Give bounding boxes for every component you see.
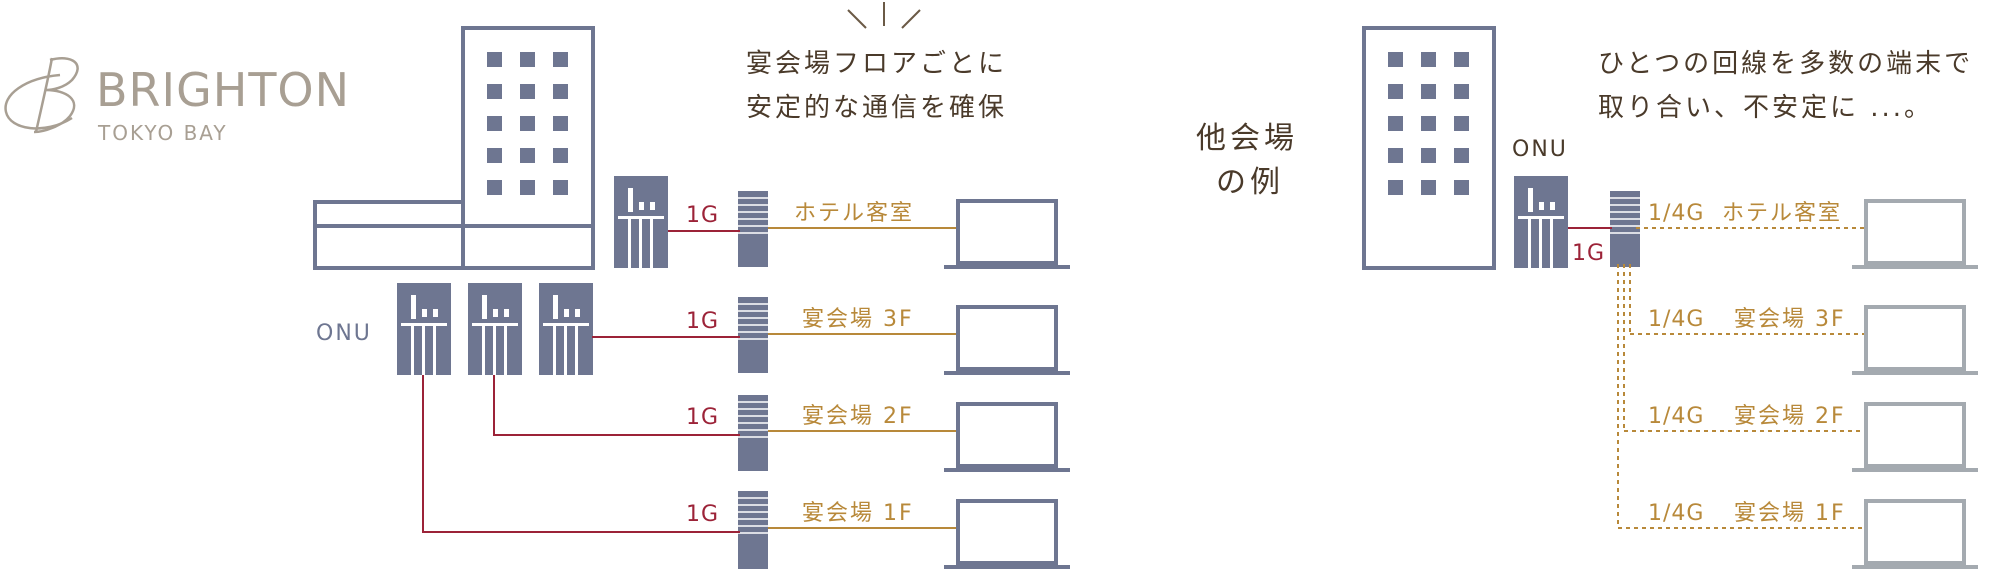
room-label-room: ホテル客室: [1722, 201, 1842, 226]
room-label-1f: 宴会場 1F: [802, 501, 914, 526]
left-onu-devices: [397, 176, 668, 375]
building-window: [487, 116, 502, 131]
onu-device-icon: [468, 283, 522, 375]
building-window: [520, 52, 535, 67]
building-window: [553, 84, 568, 99]
right-speed-label: 1G: [1572, 241, 1605, 266]
right-heading-line1: 他会場: [1196, 121, 1298, 156]
room-label-3f: 宴会場 3F: [802, 307, 914, 332]
building-window: [487, 52, 502, 67]
building-window: [487, 148, 502, 163]
building-window: [1421, 180, 1436, 195]
room-label-3f: 宴会場 3F: [1734, 307, 1846, 332]
network-switch-icon: [738, 395, 768, 471]
building-window: [553, 116, 568, 131]
sparkle-icon: [847, 2, 921, 29]
left-switches: [738, 191, 768, 569]
right-caption-line2: 取り合い、不安定に ...。: [1598, 93, 1933, 123]
building-window: [520, 84, 535, 99]
brighton-logo: BRIGHTON TOKYO BAY: [4, 57, 350, 145]
laptop-icon: [1852, 499, 1978, 569]
building-window: [1454, 148, 1469, 163]
left-fiber-lines: [422, 230, 740, 533]
laptop-icon: [944, 199, 1070, 269]
laptop-icon: [1852, 402, 1978, 472]
building-windows: [487, 52, 568, 195]
brand-name: BRIGHTON: [96, 63, 350, 117]
building-window: [1388, 84, 1403, 99]
building-window: [553, 148, 568, 163]
room-label-1f: 宴会場 1F: [1734, 501, 1846, 526]
network-switch-icon: [738, 191, 768, 267]
building-window: [1454, 116, 1469, 131]
building-window: [1421, 148, 1436, 163]
onu-device-icon: [1514, 176, 1568, 268]
building-window: [1454, 84, 1469, 99]
laptop-icon: [944, 499, 1070, 569]
left-room-labels: ホテル客室 宴会場 3F 宴会場 2F 宴会場 1F: [794, 201, 914, 526]
building-window: [1421, 116, 1436, 131]
fiber-line-1f: [422, 375, 740, 533]
speed-label-3f: 1G: [686, 309, 719, 334]
building-window: [1421, 52, 1436, 67]
right-shared-lines: [1617, 227, 1864, 529]
network-switch-icon: [738, 491, 768, 569]
building-window: [553, 180, 568, 195]
room-label-2f: 宴会場 2F: [1734, 404, 1846, 429]
left-onu-label: ONU: [316, 321, 372, 346]
speed-label-room: 1G: [686, 203, 719, 228]
left-speed-labels: 1G 1G 1G 1G: [686, 203, 719, 527]
brand-sub: TOKYO BAY: [97, 121, 228, 145]
left-caption-line2: 安定的な通信を確保: [746, 93, 1007, 123]
laptop-icon: [944, 305, 1070, 375]
room-label-2f: 宴会場 2F: [802, 404, 914, 429]
left-lan-lines: [768, 227, 957, 529]
laptop-icon: [1852, 305, 1978, 375]
right-switch: [1610, 191, 1640, 267]
speed-label-1f: 1G: [686, 502, 719, 527]
building-window: [520, 116, 535, 131]
building-windows: [1388, 52, 1469, 195]
share-label-room: 1/4G: [1648, 201, 1704, 226]
share-label-1f: 1/4G: [1648, 501, 1704, 526]
building-window: [487, 84, 502, 99]
building-window: [1388, 116, 1403, 131]
share-label-2f: 1/4G: [1648, 404, 1704, 429]
building-window: [1388, 180, 1403, 195]
building-window: [1388, 148, 1403, 163]
right-onu-device: [1514, 176, 1568, 268]
building-window: [1421, 84, 1436, 99]
other-venue-building: [1362, 26, 1496, 270]
left-laptops: [944, 199, 1070, 569]
share-label-3f: 1/4G: [1648, 307, 1704, 332]
hotel-building: [313, 26, 595, 270]
speed-label-2f: 1G: [686, 405, 719, 430]
building-window: [487, 180, 502, 195]
building-window: [553, 52, 568, 67]
right-caption-line1: ひとつの回線を多数の端末で: [1598, 49, 1973, 79]
logo-monogram-icon: [4, 57, 79, 134]
right-heading-line2: の例: [1216, 165, 1284, 200]
building-window: [520, 180, 535, 195]
right-laptops: [1852, 199, 1978, 569]
fiber-line-2f: [493, 375, 740, 436]
right-room-labels: 1/4G ホテル客室 1/4G 宴会場 3F 1/4G 宴会場 2F 1/4G …: [1648, 201, 1846, 526]
laptop-icon: [944, 402, 1070, 472]
onu-device-icon: [397, 283, 451, 375]
building-window: [1454, 180, 1469, 195]
left-caption-line1: 宴会場フロアごとに: [746, 49, 1007, 79]
right-onu-label: ONU: [1512, 137, 1568, 162]
building-window: [1388, 52, 1403, 67]
building-window: [1454, 52, 1469, 67]
network-switch-icon: [1610, 191, 1640, 267]
onu-device-icon: [539, 283, 593, 375]
network-switch-icon: [738, 297, 768, 373]
building-window: [520, 148, 535, 163]
laptop-icon: [1852, 199, 1978, 269]
room-label-room: ホテル客室: [794, 201, 914, 226]
onu-device-icon: [614, 176, 668, 268]
